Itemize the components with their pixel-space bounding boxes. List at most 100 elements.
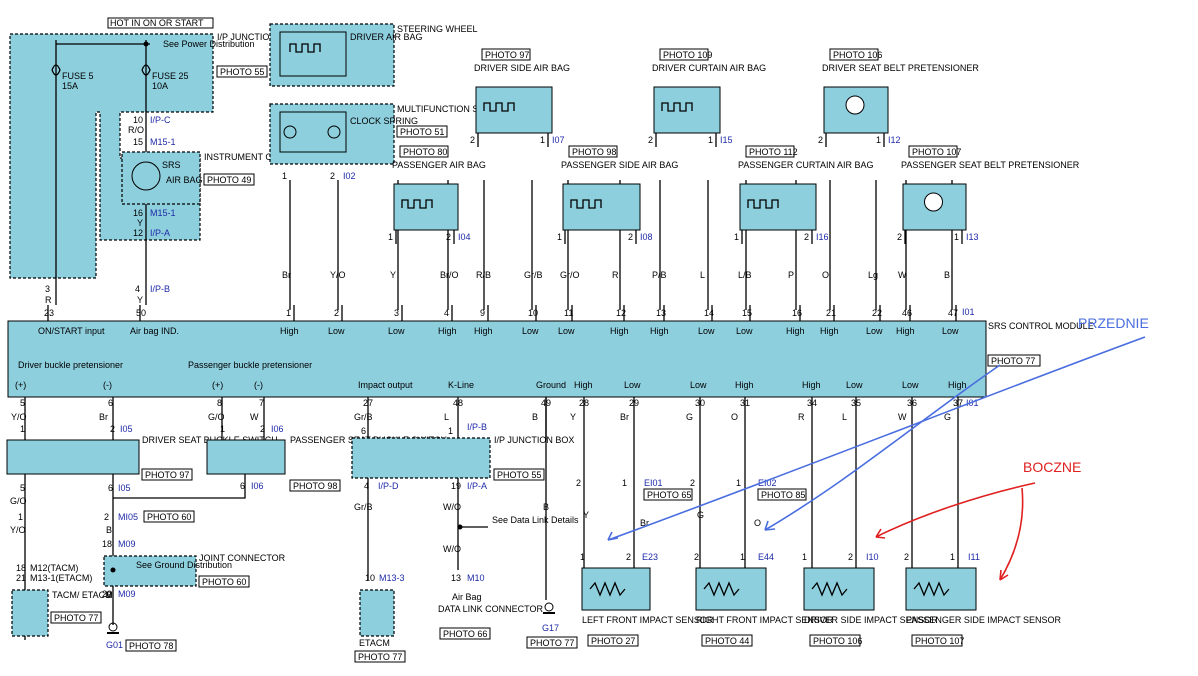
bottom-wire-color: O	[731, 412, 738, 422]
ll-p20: 20	[102, 589, 112, 599]
clock-coil-icon	[327, 125, 341, 139]
mid-wire-a: Y	[583, 510, 589, 520]
top-pin-number: 11	[564, 308, 573, 318]
jb2-p19: 19	[451, 481, 461, 491]
top-pin-number: 2	[334, 308, 339, 318]
top-pin-label: Low	[866, 326, 883, 336]
ll-b2: B	[106, 590, 112, 600]
annotation-przednie: PRZEDNIE	[1078, 315, 1149, 331]
mid-connector: EI01	[644, 478, 663, 488]
wire-r: R	[45, 295, 52, 305]
top-pin-label: High	[786, 326, 805, 336]
airbag-connector: I13	[966, 232, 979, 242]
fuse25-label: FUSE 25	[152, 71, 189, 81]
top-pin-label: Low	[388, 326, 405, 336]
ipjb-photo-box	[216, 65, 268, 78]
driver-buckle-photo-box	[141, 468, 193, 481]
bottom-pin-number: 6	[108, 398, 113, 408]
sensor-pin-b: 1	[950, 552, 955, 562]
jb2-photo: PHOTO 55	[497, 470, 541, 480]
sensor-title: PASSENGER SIDE IMPACT SENSOR	[906, 615, 1062, 625]
bottom-wire-color: Br	[620, 412, 629, 422]
top-wire-color: R	[612, 270, 619, 280]
ll-m09b: M09	[118, 589, 136, 599]
top-pin-number: 14	[704, 308, 714, 318]
airbag-title: DRIVER SIDE AIR BAG	[474, 63, 570, 73]
wire-y2: Y	[137, 295, 143, 305]
hot-box	[107, 17, 214, 29]
pb-q6: 6	[240, 481, 245, 491]
db-p2: 2	[110, 424, 115, 434]
sensor-title: RIGHT FRONT IMPACT SENSOR	[696, 615, 834, 625]
jb2-ipa: I/P-A	[467, 481, 487, 491]
top-wire-color: W	[898, 270, 907, 280]
bottom-pin-label: High	[802, 380, 821, 390]
ll-photo60: PHOTO 60	[147, 512, 191, 522]
blue-arrow-1	[607, 336, 1146, 541]
jb2-photo77: PHOTO 77	[358, 652, 402, 662]
conn-ipb: I/P-B	[150, 284, 170, 294]
sensor-pin-b: 2	[848, 552, 853, 562]
db-p1: 1	[20, 424, 25, 434]
steer-pin2: 2	[330, 171, 335, 181]
airbag-title: DRIVER SEAT BELT PRETENSIONER	[822, 63, 979, 73]
fuse25-amp: 10A	[152, 81, 168, 91]
conn-ipc: I/P-C	[150, 115, 171, 125]
airbag-pin-b: 1	[954, 232, 959, 242]
top-pin-number: 47	[948, 308, 958, 318]
top-wire-color: Gr/O	[560, 270, 580, 280]
bottom-pin-number: 5	[20, 398, 25, 408]
jb2-m10: M10	[467, 573, 485, 583]
sensor-connector: E23	[642, 552, 658, 562]
joint-dot	[110, 567, 116, 573]
ipjb-label: I/P JUNCTION BOX	[217, 32, 297, 42]
jb2-b: B	[543, 502, 549, 512]
bottom-wire-color: Y	[570, 412, 576, 422]
top-wire-color: L/B	[738, 270, 752, 280]
sensor-connector: E44	[758, 552, 774, 562]
jb2-g17: G17	[542, 623, 559, 633]
airbag-pin-b: 1	[708, 135, 713, 145]
bottom-pin-label: (-)	[254, 380, 263, 390]
airbag-connector: I04	[458, 232, 471, 242]
bottom-pin-label: Low	[902, 380, 919, 390]
passenger-buckle-label: Passenger buckle pretensioner	[188, 360, 312, 370]
mid-photo: PHOTO 65	[647, 490, 691, 500]
bottom-wire-color: L	[842, 412, 847, 422]
db-q6: 6	[108, 483, 113, 493]
top-pin-label: High	[896, 326, 915, 336]
ll-p1: 1	[18, 512, 23, 522]
jb2-photo77-box	[354, 650, 406, 663]
top-pin-number: 23	[44, 308, 54, 318]
jb2-wo: W/O	[443, 502, 461, 512]
bottom-wire-color: Gr/B	[354, 412, 373, 422]
red-arrow-1	[875, 482, 1036, 538]
module-bottom-pins: 5(+)6(-)8(+)7(-)27Impact output48K-Line4…	[15, 380, 967, 440]
bottom-wire-color: R	[798, 412, 805, 422]
top-wire-color: Y/O	[330, 270, 346, 280]
mid-photo-box	[643, 488, 693, 501]
driver-airbag-label: DRIVER AIR BAG	[350, 32, 423, 42]
top-wire-color: B	[944, 270, 950, 280]
sensor-pin-a: 1	[580, 552, 585, 562]
top-wire-color: L	[700, 270, 705, 280]
sensor-pin-b: 1	[740, 552, 745, 562]
connector-i01-top: I01	[962, 307, 975, 317]
pin-4: 4	[135, 284, 140, 294]
top-pin-number: 1	[286, 308, 291, 318]
fuse5-label: FUSE 5	[62, 71, 94, 81]
top-pin-number: 4	[444, 308, 449, 318]
sensor-photo-box	[911, 634, 963, 647]
ll-m131: M13-1(ETACM)	[30, 573, 92, 583]
db-q5: 5	[20, 483, 25, 493]
conn-m151b: M15-1	[150, 208, 176, 218]
top-pin-label: High	[280, 326, 299, 336]
sensor-photo-box	[587, 634, 639, 647]
ll-g01: G01	[106, 640, 123, 650]
cluster-airbag: AIR BAG	[166, 175, 203, 185]
mid-wire-a: G	[697, 510, 704, 520]
jb2-p10: 10	[365, 573, 375, 583]
